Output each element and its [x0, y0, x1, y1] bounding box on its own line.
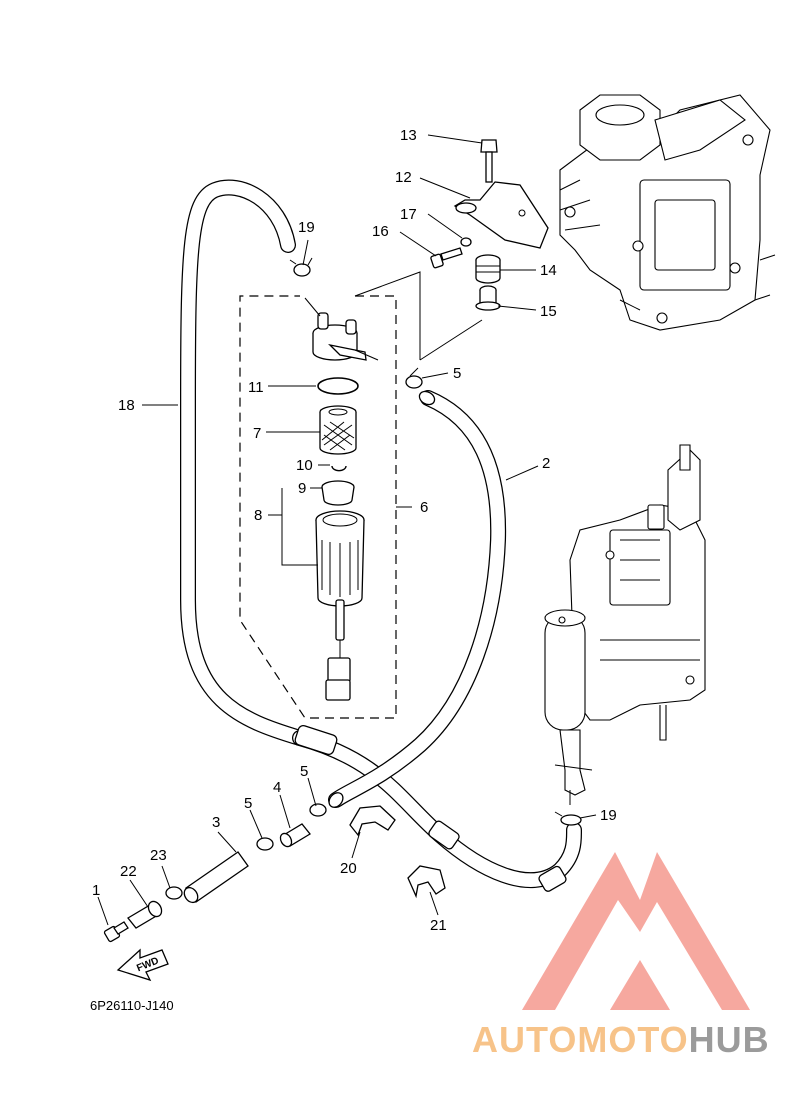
callout-7: 7	[253, 425, 261, 442]
hose-3	[183, 851, 249, 904]
fuel-hose-lower-18	[292, 724, 583, 892]
callout-13: 13	[400, 127, 417, 144]
joint-4	[279, 823, 311, 848]
collar-15	[475, 285, 501, 311]
diagram-code: 6P26110-J140	[90, 998, 174, 1013]
callout-16: 16	[372, 223, 389, 240]
float-9	[321, 480, 355, 506]
bolt-16	[430, 247, 463, 269]
callout-17: 17	[400, 206, 417, 223]
fuel-hose-18	[180, 179, 308, 746]
watermark-logo: AUTOMOTOHUB	[472, 852, 770, 1060]
callout-18: 18	[118, 397, 135, 414]
svg-text:AUTOMOTOHUB: AUTOMOTOHUB	[472, 1019, 770, 1060]
watermark-text-automoto: AUTOMOTO	[472, 1019, 689, 1060]
callout-14: 14	[540, 262, 557, 279]
callout-22: 22	[120, 863, 137, 880]
grommet-14	[475, 254, 501, 284]
bracket-12	[453, 181, 549, 249]
filter-assembly-dashed-box	[239, 295, 397, 719]
hose-clamp-19-lower	[554, 811, 582, 826]
holder-21	[407, 865, 446, 899]
callout-19-upper: 19	[298, 219, 315, 236]
callout-8: 8	[254, 507, 262, 524]
hose-clamp-5-upper	[405, 367, 423, 389]
hose-clamp-19-upper	[289, 257, 313, 277]
callout-23: 23	[150, 847, 167, 864]
callout-4: 4	[273, 779, 281, 796]
holder-20	[349, 805, 396, 837]
callout-labels: 1 22 23 3 5 4 5 20 21 19 18 19 13 12 17 …	[92, 127, 617, 934]
watermark-triangle-mark	[522, 852, 750, 1010]
callout-12: 12	[395, 169, 412, 186]
callout-10: 10	[296, 457, 313, 474]
filter-element-7	[319, 405, 357, 455]
filter-cup-8	[315, 510, 365, 701]
callout-5-upper: 5	[453, 365, 461, 382]
joint-22	[127, 900, 163, 929]
engine-block-upper	[559, 94, 776, 331]
callout-15: 15	[540, 303, 557, 320]
hose-clamp-5-lower-b	[309, 803, 327, 817]
callout-20: 20	[340, 860, 357, 877]
callout-19-lower: 19	[600, 807, 617, 824]
callout-2: 2	[542, 455, 550, 472]
o-ring-11	[317, 377, 359, 395]
callout-11: 11	[248, 379, 264, 396]
callout-5-lower-a: 5	[244, 795, 252, 812]
bolt-13	[480, 139, 498, 183]
fitting-1	[103, 921, 129, 943]
hose-clamp-5-lower-a	[256, 837, 274, 851]
callout-1: 1	[92, 882, 100, 899]
callout-3: 3	[212, 814, 220, 831]
washer-17	[460, 237, 472, 247]
callout-9: 9	[298, 480, 306, 497]
callout-6: 6	[420, 499, 428, 516]
clip-10	[331, 465, 347, 472]
callout-5-lower-b: 5	[300, 763, 308, 780]
filter-head	[304, 297, 379, 361]
fwd-arrow-icon: FWD	[116, 948, 169, 982]
fuel-hose-2	[328, 390, 507, 808]
watermark-text-hub: HUB	[689, 1019, 770, 1060]
callout-21: 21	[430, 917, 447, 934]
leader-lines	[97, 134, 597, 926]
vapor-separator-assembly	[544, 444, 706, 805]
hose-clamp-23	[165, 886, 183, 900]
